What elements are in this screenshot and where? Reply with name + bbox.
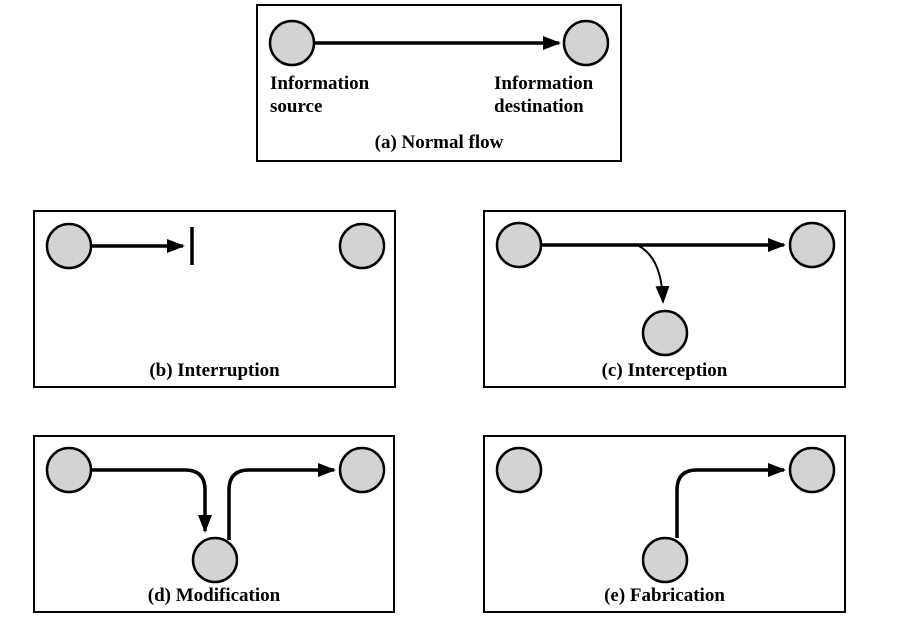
information-source-node — [45, 446, 93, 494]
information-source-node — [45, 222, 93, 270]
destination-label: Information destination — [494, 72, 593, 118]
interception-drawing — [495, 221, 836, 357]
source-label: Information source — [270, 72, 369, 118]
information-source-node — [495, 446, 543, 494]
attacker-node — [191, 536, 239, 584]
destination-label-line1: Information — [494, 73, 594, 94]
fabrication-drawing — [495, 446, 836, 584]
information-destination-node — [562, 19, 610, 67]
caption-interruption: (b) Interruption — [149, 360, 280, 381]
intercept-branch-arrow — [638, 245, 670, 304]
panel-interception: (c) Interception — [483, 210, 846, 388]
panel-fabrication: (e) Fabrication — [483, 435, 846, 613]
caption-normal-flow: (a) Normal flow — [374, 132, 504, 153]
source-label-line1: Information — [270, 73, 370, 94]
destination-label-line2: destination — [494, 96, 584, 117]
attacker-node — [641, 536, 689, 584]
interruption-drawing — [45, 222, 386, 270]
panel-normal-flow: Information source Information destinati… — [256, 4, 622, 162]
normal-flow-drawing — [268, 19, 610, 67]
caption-modification: (d) Modification — [147, 585, 281, 606]
caption-interception: (c) Interception — [601, 360, 728, 381]
modification-drawing — [45, 446, 386, 584]
information-destination-node — [788, 446, 836, 494]
information-destination-node — [338, 446, 386, 494]
attacker-to-destination-arrow — [227, 463, 336, 540]
caption-fabrication: (e) Fabrication — [604, 585, 725, 606]
information-destination-node — [788, 221, 836, 269]
source-to-attacker-arrow — [91, 468, 212, 533]
attacker-to-destination-arrow — [675, 463, 786, 538]
information-source-node — [268, 19, 316, 67]
panel-modification: (d) Modification — [33, 435, 395, 613]
source-label-line2: source — [270, 96, 323, 117]
attacker-node — [641, 309, 689, 357]
panel-interruption: (b) Interruption — [33, 210, 396, 388]
information-source-node — [495, 221, 543, 269]
information-destination-node — [338, 222, 386, 270]
